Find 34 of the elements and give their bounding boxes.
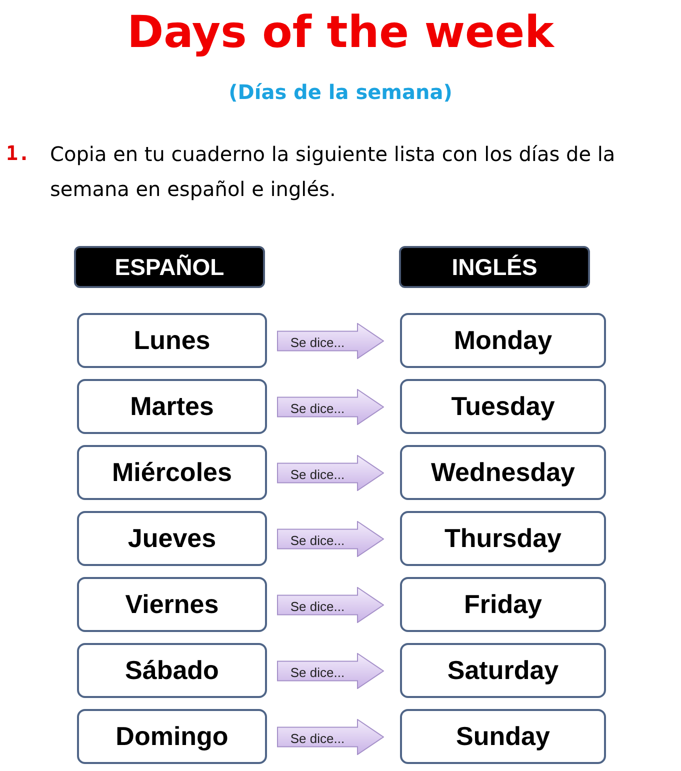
block-arrow	[277, 520, 384, 556]
block-arrow	[277, 454, 384, 490]
day-box: Jueves	[77, 511, 267, 566]
block-arrow	[277, 718, 384, 754]
day-box: Saturday	[400, 643, 606, 698]
day-box: Wednesday	[400, 445, 606, 500]
column-header: INGLÉS	[399, 246, 590, 288]
day-box: Viernes	[77, 577, 267, 632]
block-arrow	[277, 322, 384, 358]
edge-label: Se dice...	[289, 730, 346, 748]
edge-label: Se dice...	[289, 466, 346, 484]
edge-label: Se dice...	[289, 598, 346, 616]
day-box: Sunday	[400, 709, 606, 764]
day-box: Monday	[400, 313, 606, 368]
day-box: Lunes	[77, 313, 267, 368]
day-box: Miércoles	[77, 445, 267, 500]
block-arrow	[277, 652, 384, 688]
edge-label: Se dice...	[289, 400, 346, 418]
day-box: Thursday	[400, 511, 606, 566]
edge-label: Se dice...	[289, 334, 346, 352]
day-box: Tuesday	[400, 379, 606, 434]
instruction-text: Copia en tu cuaderno la siguiente lista con los días de la semana en español e inglés.	[50, 141, 616, 203]
day-box: Martes	[77, 379, 267, 434]
edge-label: Se dice...	[289, 664, 346, 682]
day-box: Sábado	[77, 643, 267, 698]
block-arrow	[277, 586, 384, 622]
edge-label: Se dice...	[289, 532, 346, 550]
title: Days of the week	[126, 6, 556, 60]
block-arrow	[277, 388, 384, 424]
item-number: 1.	[6, 140, 30, 167]
column-header: ESPAÑOL	[74, 246, 265, 288]
day-box: Domingo	[77, 709, 267, 764]
day-box: Friday	[400, 577, 606, 632]
subtitle: (Días de la semana)	[228, 79, 454, 106]
